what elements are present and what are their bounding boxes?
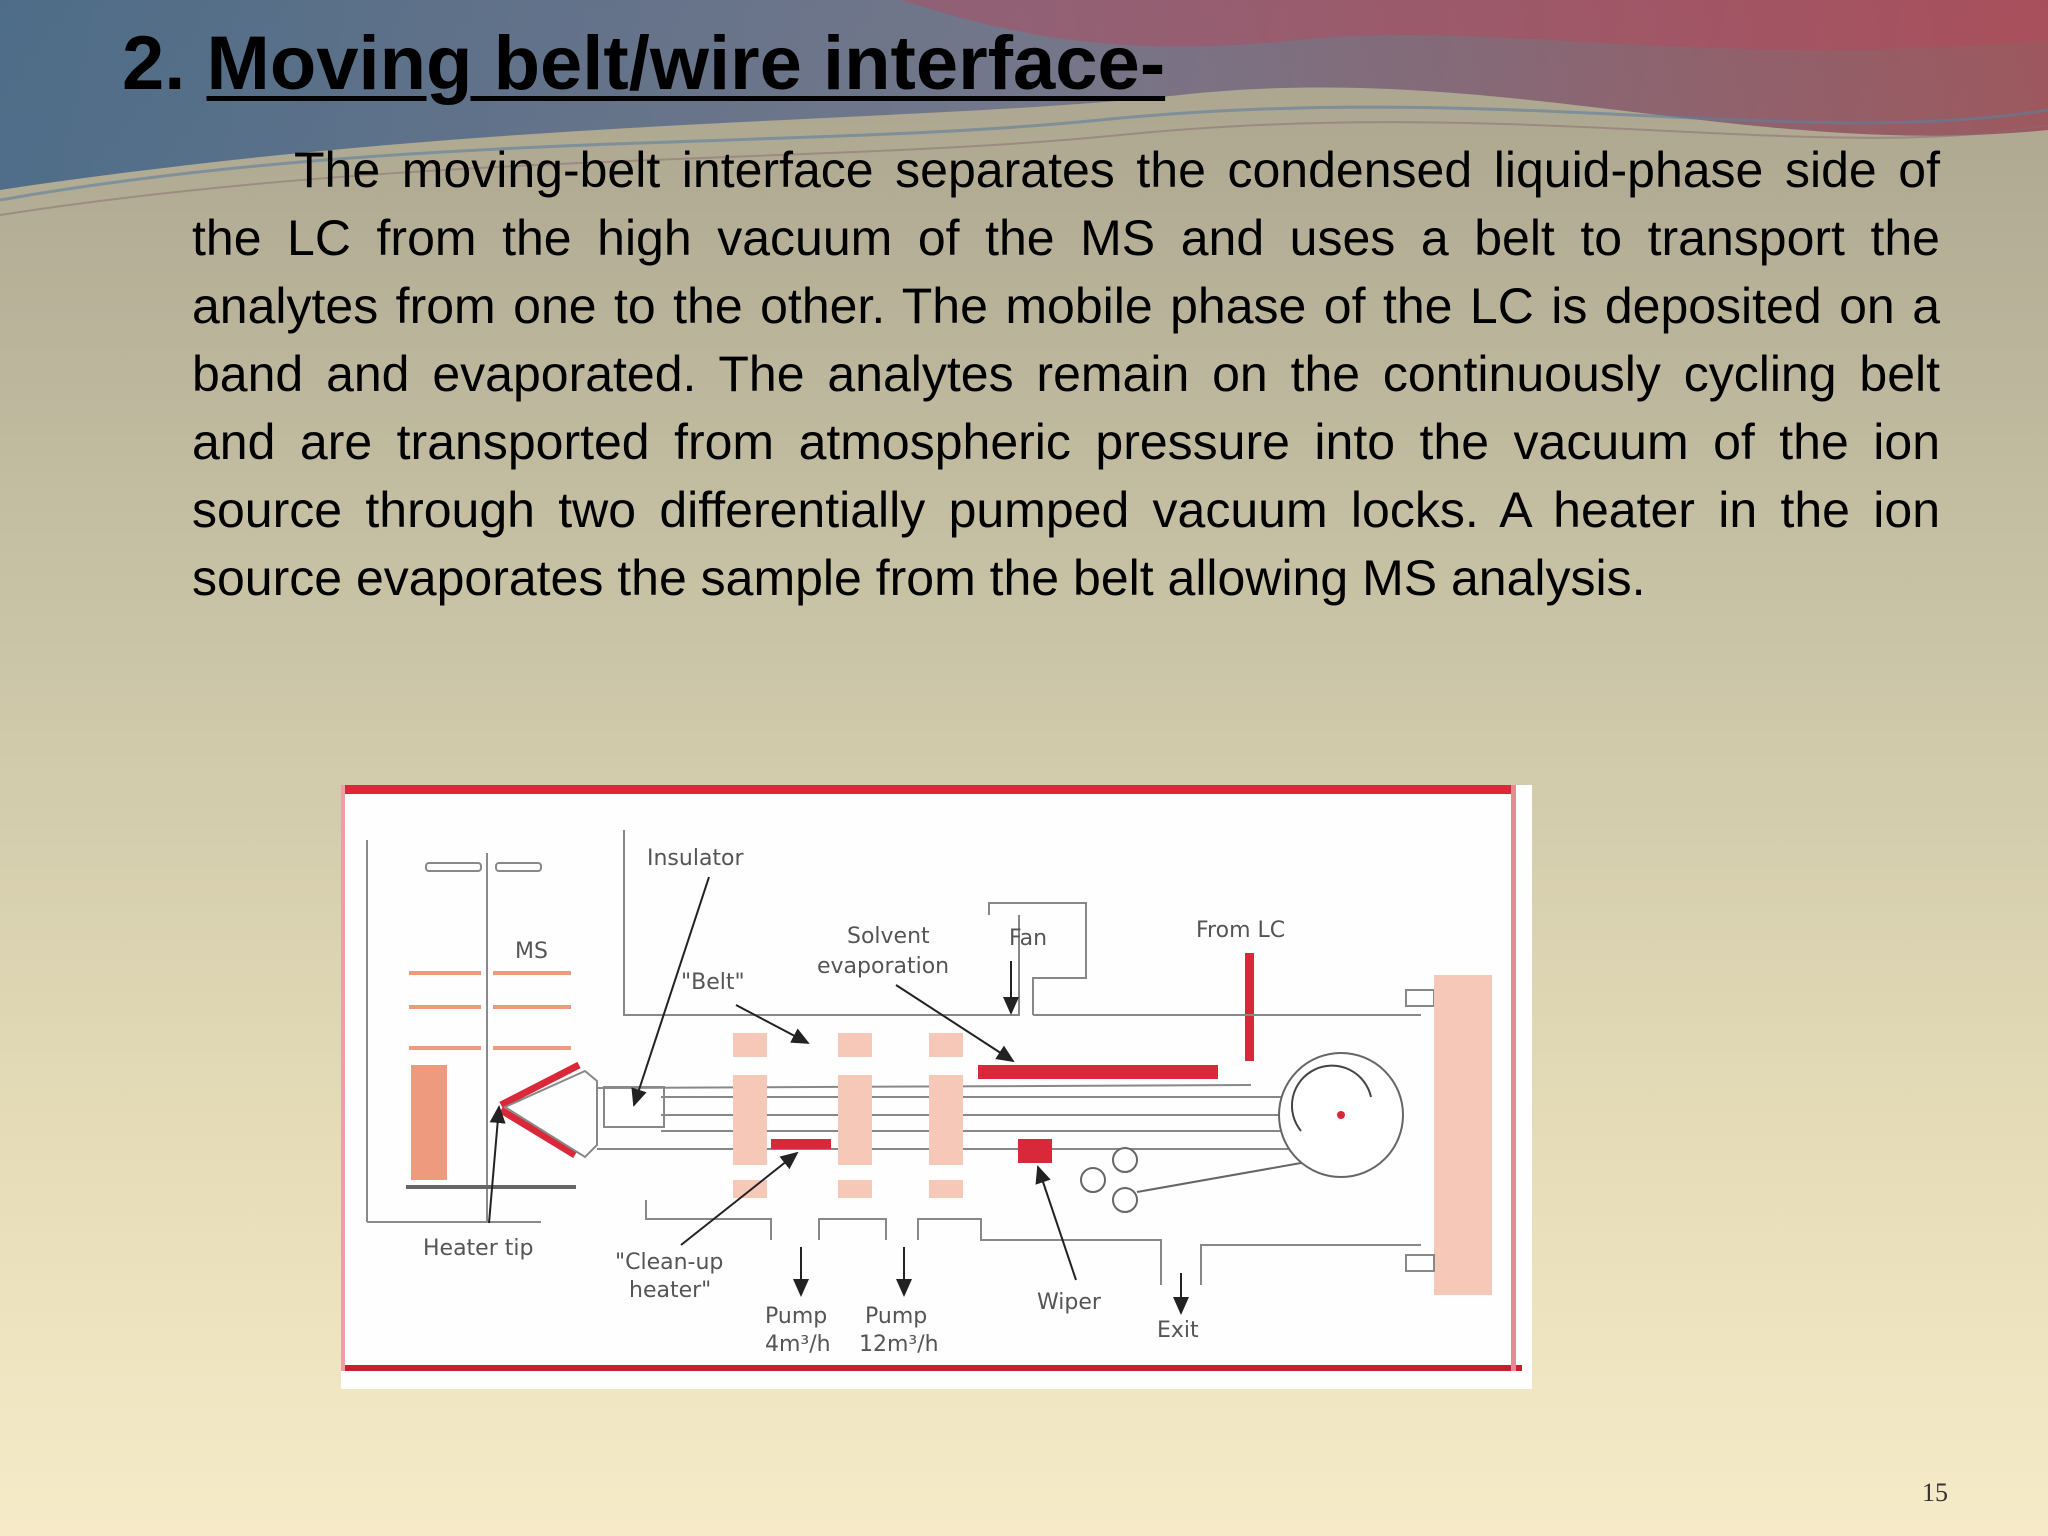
label-from-lc: From LC (1196, 918, 1285, 943)
return-belt (1136, 1162, 1302, 1193)
lower-housing-left (645, 1200, 772, 1240)
housing-bolt-top (1405, 989, 1435, 1007)
insulator-arrow (631, 876, 710, 1107)
lower-housing-mid (818, 1218, 887, 1240)
label-cleanup-1: "Clean-up (615, 1250, 723, 1275)
lock-block-3-bot (929, 1180, 963, 1198)
ms-ion-source-block (411, 1065, 447, 1180)
solvent-arrow (895, 984, 1015, 1063)
label-fan: Fan (1009, 926, 1047, 951)
cleanup-heater-bar (771, 1139, 831, 1149)
label-pump-1: Pump (765, 1304, 827, 1329)
roller-1 (1080, 1167, 1106, 1193)
label-pump2-rate: 12m³/h (859, 1332, 939, 1357)
lock-block-3-body (929, 1075, 963, 1165)
insulator-block (603, 1086, 665, 1128)
label-pump-2: Pump (865, 1304, 927, 1329)
lock-block-2-top (838, 1033, 872, 1057)
label-ms: MS (515, 939, 548, 964)
belt-upper (596, 1084, 1252, 1089)
lock-block-2-body (838, 1075, 872, 1165)
page-number: 15 (1922, 1478, 1948, 1507)
drum-center (1337, 1111, 1345, 1119)
wiper-arrow (1035, 1165, 1077, 1281)
lock-block-3-top (929, 1033, 963, 1057)
label-exit: Exit (1157, 1318, 1199, 1343)
ms-top-plate-right (495, 862, 542, 872)
frame-bottom-bar (341, 1365, 1522, 1371)
label-solvent-2: evaporation (817, 954, 949, 979)
label-wiper: Wiper (1037, 1290, 1102, 1315)
frame-left-bar (341, 785, 345, 1371)
slide-title: 2. Moving belt/wire interface- (122, 20, 1165, 107)
ms-top-plate-left (425, 862, 482, 872)
belt-arrow (735, 1004, 810, 1044)
lock-block-1-body (733, 1075, 767, 1165)
lower-housing-right (917, 1218, 1162, 1285)
label-belt: "Belt" (681, 970, 745, 995)
heater-cone-upper (499, 1061, 581, 1109)
wiper-block (1018, 1139, 1052, 1163)
cleanup-arrow (680, 1151, 799, 1246)
heater-cone-lower (499, 1107, 577, 1158)
roller-2 (1112, 1147, 1138, 1173)
label-pump1-rate: 4m³/h (765, 1332, 831, 1357)
title-text: Moving belt/wire interface- (206, 21, 1166, 106)
label-cleanup-2: heater" (629, 1278, 711, 1303)
right-flange (1434, 975, 1492, 1295)
label-solvent-1: Solvent (847, 924, 930, 949)
body-paragraph: The moving-belt interface separates the … (192, 142, 1940, 606)
heater-tip-arrow (488, 1105, 506, 1224)
solvent-heater-bar (978, 1065, 1218, 1079)
housing-bolt-bottom (1405, 1254, 1435, 1272)
lock-block-2-bot (838, 1180, 872, 1198)
fan-box (988, 902, 1087, 1015)
vacuum-housing-top (623, 830, 1020, 1016)
roller-3 (1112, 1187, 1138, 1213)
lc-inlet-tube (1245, 953, 1254, 1061)
title-number: 2. (122, 21, 186, 106)
background-waves (0, 0, 2048, 216)
moving-belt-diagram: Insulator MS "Belt" Solvent evaporation … (341, 785, 1532, 1389)
drum-rotation-arrow (1290, 1064, 1372, 1132)
label-insulator: Insulator (647, 846, 745, 871)
diagram-svg: Insulator MS "Belt" Solvent evaporation … (341, 785, 1522, 1371)
heater-cone-outline (502, 1069, 598, 1159)
frame-right-bar (1511, 785, 1516, 1371)
exit-housing (1200, 1244, 1421, 1285)
label-heater-tip: Heater tip (423, 1236, 533, 1261)
frame-top-bar (341, 785, 1511, 794)
lock-block-1-top (733, 1033, 767, 1057)
